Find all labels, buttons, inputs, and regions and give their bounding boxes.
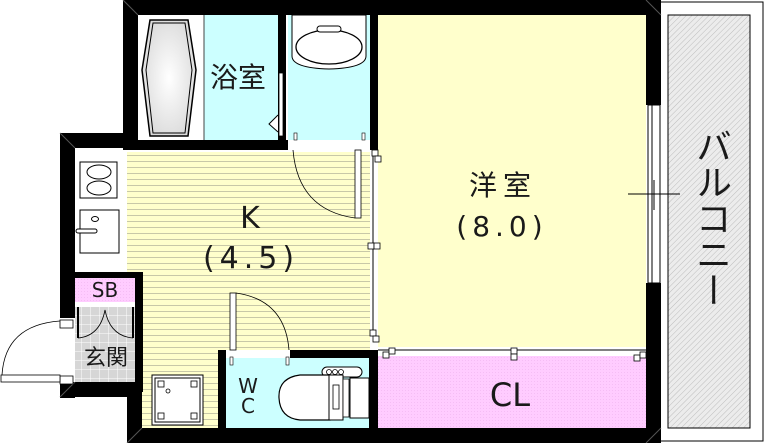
bathtub-icon (141, 15, 205, 140)
washing-machine-pan-icon (151, 374, 204, 426)
sink-icon (75, 209, 120, 254)
washbasin-icon (291, 14, 367, 70)
balcony-window (628, 104, 680, 284)
room-label-bathroom: 浴室 (209, 61, 266, 94)
stove-icon (79, 161, 118, 199)
room-label-toilet-c: C (241, 394, 255, 418)
room-label-western: 洋室 (468, 169, 537, 202)
room-label-kitchen: K (240, 201, 260, 236)
toilet-icon (278, 366, 370, 421)
entrance-floor (75, 302, 135, 386)
closet-doors[interactable] (378, 347, 647, 362)
closet-floor (378, 356, 646, 428)
walls (60, 0, 661, 443)
toilet-door[interactable] (226, 292, 290, 366)
room-label-balcony: バルコニー (690, 128, 731, 308)
bath-door-handle (268, 114, 279, 133)
room-label-entrance: 玄関 (83, 346, 128, 371)
shoe-box-floor (75, 278, 135, 302)
western-room-floor (378, 15, 646, 347)
room-size-western: (8.0) (456, 210, 548, 243)
washroom-door[interactable] (292, 132, 366, 219)
room-label-shoe-box: SB (91, 278, 119, 302)
balcony-area (654, 1, 764, 442)
shoe-box-doors[interactable] (75, 302, 135, 339)
sliding-door-k-western[interactable] (367, 149, 382, 350)
entrance-door[interactable] (0, 318, 75, 385)
room-label-toilet-w: W (238, 374, 258, 398)
room-label-closet: CL (489, 376, 531, 414)
room-size-kitchen: (4.5) (202, 241, 300, 276)
